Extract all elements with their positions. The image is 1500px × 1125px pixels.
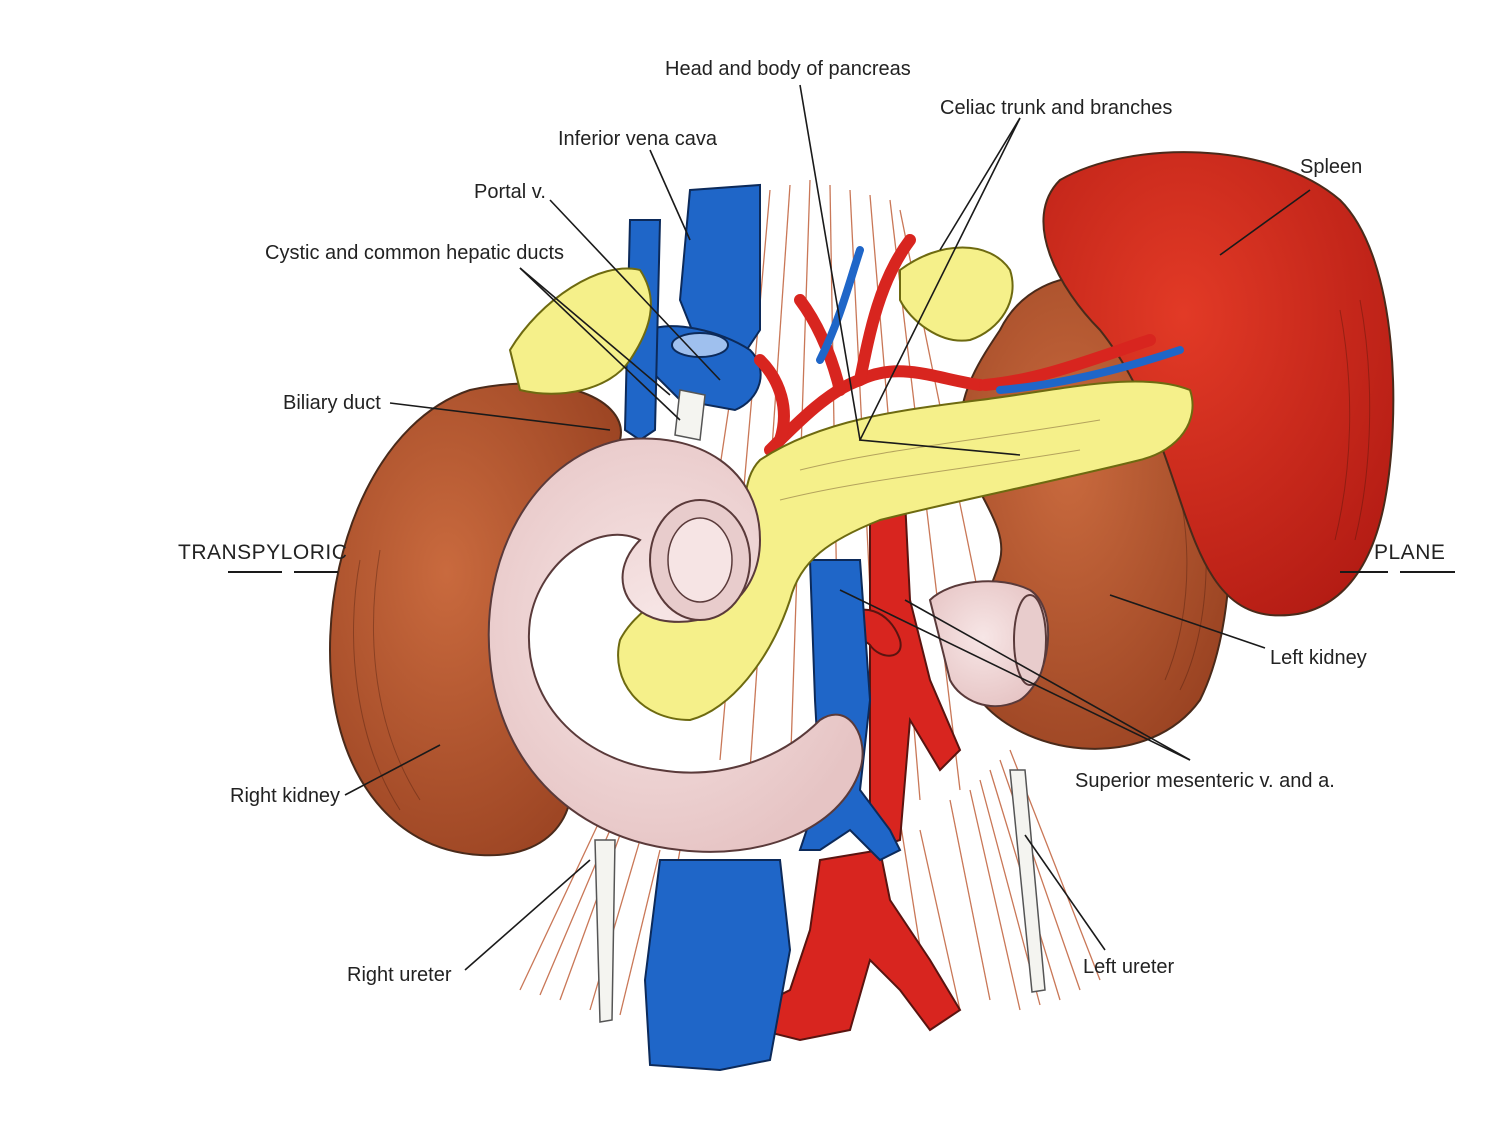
pancreas-shape [617, 380, 1194, 722]
splenic-vein [816, 246, 1184, 394]
label-right-ureter: Right ureter [347, 964, 452, 986]
label-celiac-trunk: Celiac trunk and branches [940, 97, 1172, 119]
label-cystic-ducts: Cystic and common hepatic ducts [265, 242, 564, 264]
duodenum-shape [487, 437, 1050, 853]
label-biliary-duct: Biliary duct [283, 392, 381, 414]
label-right-kidney: Right kidney [230, 785, 340, 807]
label-transpyloric: TRANSPYLORIC [178, 541, 347, 564]
label-plane: PLANE [1374, 541, 1445, 564]
label-head-body-pancreas: Head and body of pancreas [665, 58, 911, 80]
label-spleen: Spleen [1300, 156, 1362, 178]
label-superior-mesenteric: Superior mesenteric v. and a. [1075, 770, 1335, 792]
label-left-kidney: Left kidney [1270, 647, 1367, 669]
label-inferior-vena-cava: Inferior vena cava [558, 128, 718, 150]
leader-lines [344, 84, 1311, 971]
ureters [594, 389, 1046, 1023]
label-left-ureter: Left ureter [1083, 956, 1175, 978]
spleen-shape [1042, 151, 1395, 617]
hepatic-fat-shape [508, 246, 1014, 395]
label-portal-v: Portal v. [474, 181, 546, 203]
